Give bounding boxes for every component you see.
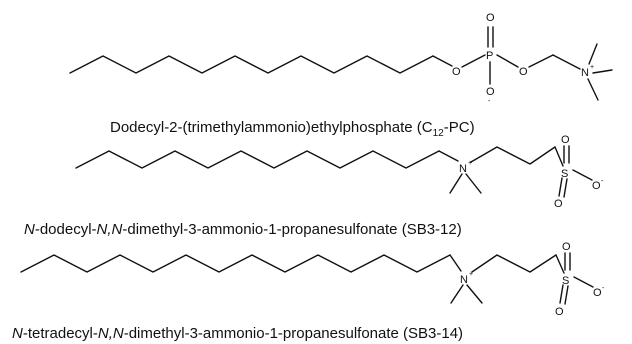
sb314-oxygen-charge: - [602,285,605,292]
sb312-anionic-oxygen: O [592,180,601,192]
sb312-nitrogen-charge: + [468,160,472,167]
sb314-anionic-oxygen: O [593,287,602,299]
sb314-nitrogen-charge: + [469,271,473,278]
sb312-name-label: N-dodecyl-N,N-dimethyl-3-ammonio-1-propa… [24,221,462,238]
sb314-nitrogen: N [460,274,468,286]
sb314-sulfur: S [562,275,569,287]
sb312-sulfonyl-oxygen-bottom: O [554,198,563,210]
c12pc-alkyl-chain [69,55,434,74]
sb312-propyl-linker [470,146,556,165]
c12pc-nitrogen-charge: + [590,64,594,71]
sb312-nitrogen: N [459,163,467,175]
c12pc-name-label: Dodecyl-2-(trimethylammonio)ethylphospha… [110,119,475,139]
c12pc-double-bond-oxygen: O [486,12,495,24]
sb314-sulfonyl-oxygen-top: O [562,241,571,253]
sb314-propyl-linker [471,254,557,273]
sb314-sulfonyl-oxygen-bottom: O [555,306,564,318]
c12pc-ether-oxygen: O [519,66,528,78]
sb312-sulfur: S [561,168,568,180]
c12pc-oxygen-charge: - [488,98,491,105]
sb314-alkyl-chain [20,254,451,273]
c12pc-phosphorus: P [486,50,493,62]
sb312-alkyl-chain [75,150,440,169]
c12pc-anionic-oxygen: O [486,86,495,98]
molecule-sb314: N + S O O - O [20,241,605,318]
c12pc-nitrogen: N [581,67,589,79]
sb312-oxygen-charge: - [601,178,604,185]
c12pc-ester-oxygen: O [452,66,461,78]
molecule-c12pc: O P O O - O N + [69,12,613,105]
sb314-name-label: N-tetradecyl-N,N-dimethyl-3-ammonio-1-pr… [12,325,463,342]
molecule-sb312: N + S O O - O [75,134,604,210]
sb312-sulfonyl-oxygen-top: O [561,134,570,146]
